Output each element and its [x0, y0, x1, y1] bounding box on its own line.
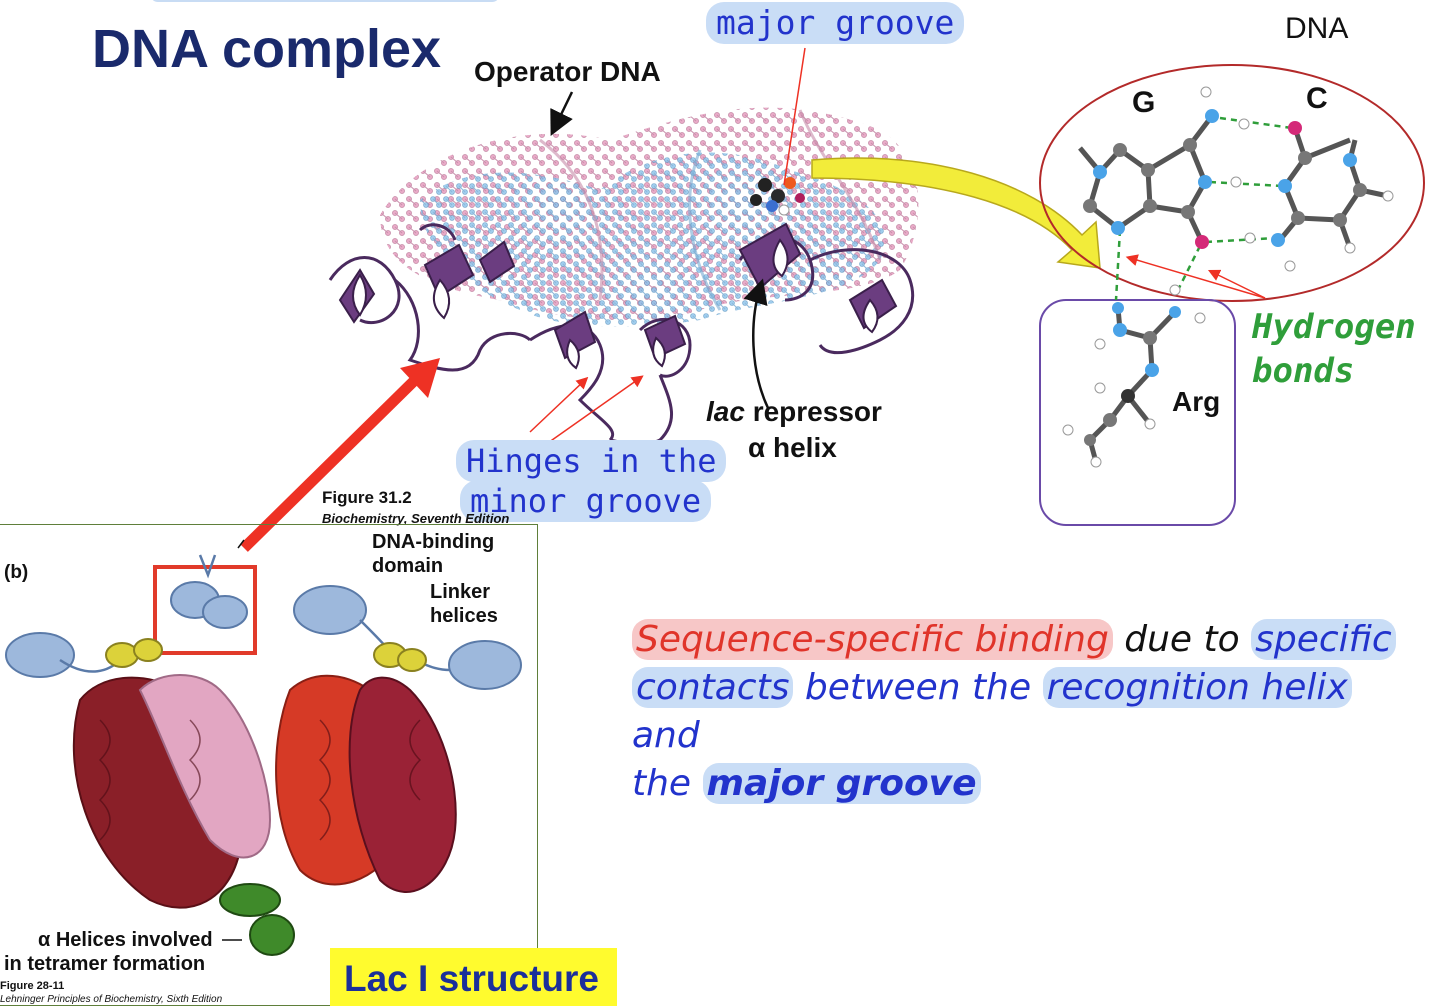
major-groove-pointer: [783, 47, 806, 186]
hinge-pointer-1: [529, 376, 589, 433]
tetramer-label-line1: α Helices involved: [38, 929, 213, 951]
arg-box: [1039, 299, 1236, 526]
sentence-specific: specific: [1251, 619, 1396, 660]
base-pair-ellipse: [1039, 64, 1425, 302]
title-highlight-bar: [150, 0, 500, 2]
sentence-between-the: between the: [793, 667, 1043, 708]
hinges-label-line1: Hinges in the: [456, 440, 727, 482]
lac-italic-text: lac: [706, 396, 745, 427]
arg-atoms: [1062, 284, 1206, 468]
lac-repressor-label: lac repressor: [706, 396, 882, 428]
contact-residue-cluster: [750, 177, 805, 216]
base-g-label: G: [1132, 86, 1156, 119]
alpha-helix-label: α helix: [748, 432, 837, 463]
explanation-sentence: Sequence-specific binding due to specifi…: [632, 616, 1422, 808]
hinges-label-line2: minor groove: [460, 480, 712, 522]
figure-top-source: Biochemistry, Seventh Edition: [322, 511, 510, 526]
hydrogen-bonds-label-line1: Hydrogen: [1252, 307, 1416, 347]
arg-label: Arg: [1172, 386, 1221, 417]
linker-helices-label-line2: helices: [430, 605, 498, 627]
sentence-and: and: [632, 715, 700, 756]
link-arrow-shaft: [240, 376, 419, 552]
panel-b-figure-number: Figure 28-11: [0, 980, 65, 992]
link-arrow-head: [400, 358, 440, 398]
major-groove-phrase: major groove: [702, 763, 981, 804]
page-title: DNA complex: [92, 19, 442, 79]
sentence-due-to: due to: [1112, 619, 1252, 660]
figure-top-number: Figure 31.2: [322, 488, 412, 507]
sentence-the: the: [632, 763, 703, 804]
sentence-contacts: contacts: [632, 667, 794, 708]
dna-corner-label: DNA: [1285, 12, 1349, 45]
gc-atoms: [1083, 86, 1394, 272]
tetramer-label-line2: in tetramer formation: [4, 953, 206, 975]
hinge-pointer-2: [544, 375, 644, 446]
lac-i-structure-label: Lac I structure: [330, 948, 617, 1006]
hbond-pointer-2: [1207, 269, 1266, 299]
hydrogen-bonds-label-line2: bonds: [1252, 351, 1355, 391]
operator-dna-model: [380, 107, 919, 327]
major-groove-label: major groove: [706, 2, 965, 44]
dna-binding-domain-label-line1: DNA-binding: [372, 531, 495, 553]
hbond-lines: [1114, 116, 1293, 301]
hbond-pointer-1: [1125, 254, 1266, 299]
sequence-specific-phrase: Sequence-specific binding: [632, 619, 1113, 660]
lac-repressor-helices: [338, 222, 898, 370]
linker-helices-label-line1: Linker: [430, 581, 491, 603]
recognition-helix-phrase: recognition helix: [1042, 667, 1352, 708]
panel-b-figure-source: Lehninger Principles of Biochemistry, Si…: [0, 994, 223, 1005]
operator-dna-pointer: [550, 91, 574, 136]
panel-b-letter: (b): [4, 562, 29, 583]
base-c-label: C: [1306, 82, 1328, 115]
operator-dna-label: Operator DNA: [474, 56, 661, 87]
tetramer-structure: [5, 539, 522, 956]
repressor-text: repressor: [744, 396, 882, 427]
dna-binding-domain-label-line2: domain: [372, 555, 444, 577]
lac-helix-pointer: [743, 278, 770, 409]
